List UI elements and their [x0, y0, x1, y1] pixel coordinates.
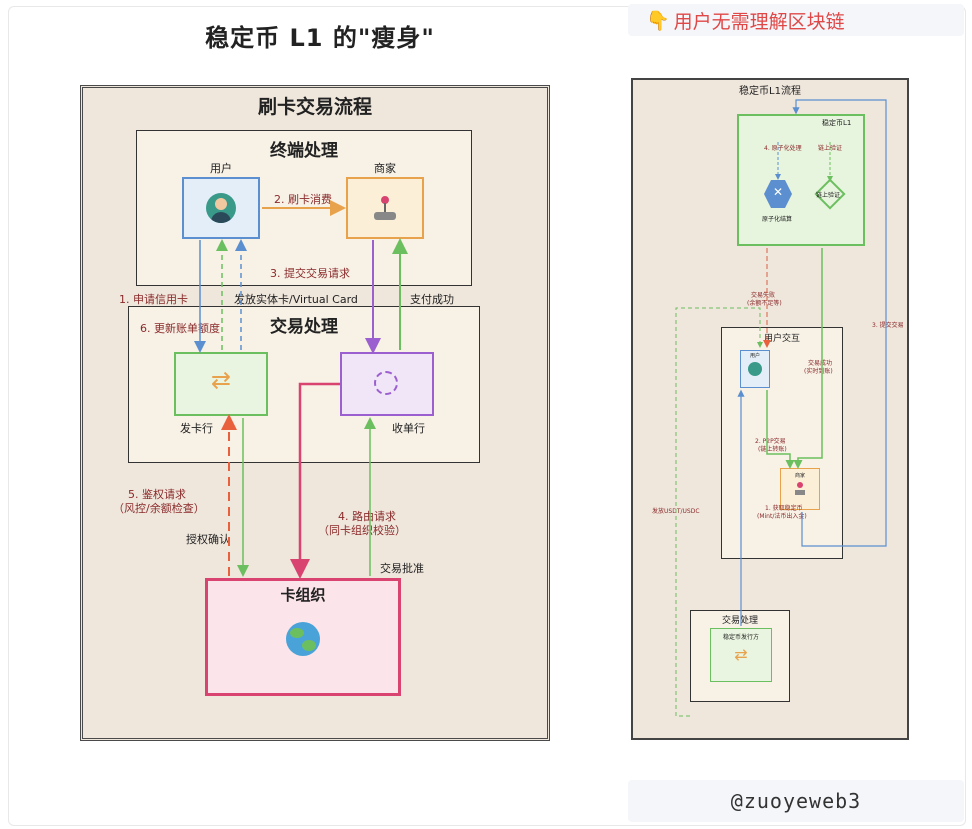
r-joystick-icon	[795, 482, 805, 496]
r-transaction-title: 交易处理	[721, 616, 758, 626]
merchant-label: 商家	[374, 162, 396, 175]
get-coin-label: 1. 获取稳定币	[765, 505, 803, 512]
step-swipe-label: 2. 刷卡消费	[274, 193, 332, 206]
shuffle-icon: ⇄	[210, 366, 232, 394]
step-route-label: 4. 路由请求	[338, 510, 396, 523]
step-route-sub-label: （同卡组织校验）	[318, 524, 406, 537]
arrow-route-request	[290, 382, 340, 579]
get-coin-sub-label: (Mint/法币出入金)	[757, 513, 807, 520]
success-sub-label: (实时到账)	[804, 368, 833, 375]
settle-cross-icon: ✕	[772, 185, 784, 199]
l1-atomic-label: 4. 原子化处理	[764, 145, 802, 152]
step-auth-label: 5. 鉴权请求	[128, 488, 186, 501]
pay-success-label: 支付成功	[410, 293, 454, 306]
settle-label: 原子化结算	[762, 216, 793, 223]
author-handle: @zuoyeweb3	[628, 780, 964, 822]
r-issuer-node	[710, 628, 772, 682]
terminal-title: 终端处理	[270, 141, 338, 161]
success-label: 交易成功	[808, 360, 833, 367]
tagline-text: 用户无需理解区块链	[673, 10, 845, 33]
r-issuer-label: 稳定币发行方	[722, 634, 759, 641]
user-interaction-title: 用户交互	[763, 334, 800, 344]
joystick-icon	[372, 196, 398, 222]
step-apply-label: 1. 申请信用卡	[119, 293, 188, 306]
r-arrow-success	[793, 248, 823, 469]
l1-node	[737, 114, 865, 246]
issuer-label: 发卡行	[180, 422, 213, 435]
settle-hexagon-icon	[764, 180, 792, 208]
r-shuffle-icon: ⇄	[734, 645, 748, 664]
acquirer-label: 收单行	[392, 422, 425, 435]
auth-confirm-label: 授权确认	[186, 533, 230, 546]
r-user-avatar-icon	[748, 362, 762, 376]
r-arrow-submit	[792, 99, 887, 547]
issue-card-label: 发放实体卡/Virtual Card	[234, 293, 358, 306]
submit-label: 3. 提交交易	[872, 322, 904, 329]
step-auth-sub-label: （风控/余额检查）	[113, 502, 205, 515]
p2p-sub-label: (链上转账)	[758, 446, 787, 453]
r-arrow-issue-usdt	[675, 307, 763, 717]
fail-label: 交易失败	[751, 292, 776, 299]
stablecoin-flow-title: 稳定币L1流程	[739, 86, 801, 97]
user-avatar-icon	[206, 193, 236, 223]
r-user-label: 用户	[749, 353, 760, 359]
pointing-hand-icon: 👇	[646, 9, 670, 32]
card-flow-title: 刷卡交易流程	[257, 96, 372, 118]
cycle-icon	[374, 371, 398, 395]
user-label: 用户	[210, 162, 232, 175]
p2p-label: 2. P2P交易	[755, 438, 786, 445]
fail-sub-label: (余额不足等)	[747, 300, 782, 307]
r-user-node	[740, 350, 770, 388]
verify-node-label: 链上验证	[816, 192, 841, 199]
page-title: 稳定币 L1 的"瘦身"	[205, 24, 435, 52]
tx-approved-label: 交易批准	[380, 562, 424, 575]
r-arrow-p2p	[766, 390, 795, 469]
transaction-title: 交易处理	[270, 317, 338, 337]
r-merchant-label: 商家	[794, 473, 805, 479]
globe-icon	[286, 622, 320, 656]
tagline: 👇用户无需理解区块链	[628, 4, 964, 36]
step-submit-label: 3. 提交交易请求	[270, 267, 350, 280]
l1-title: 稳定币L1	[822, 119, 852, 127]
card-network-title: 卡组织	[280, 586, 326, 604]
